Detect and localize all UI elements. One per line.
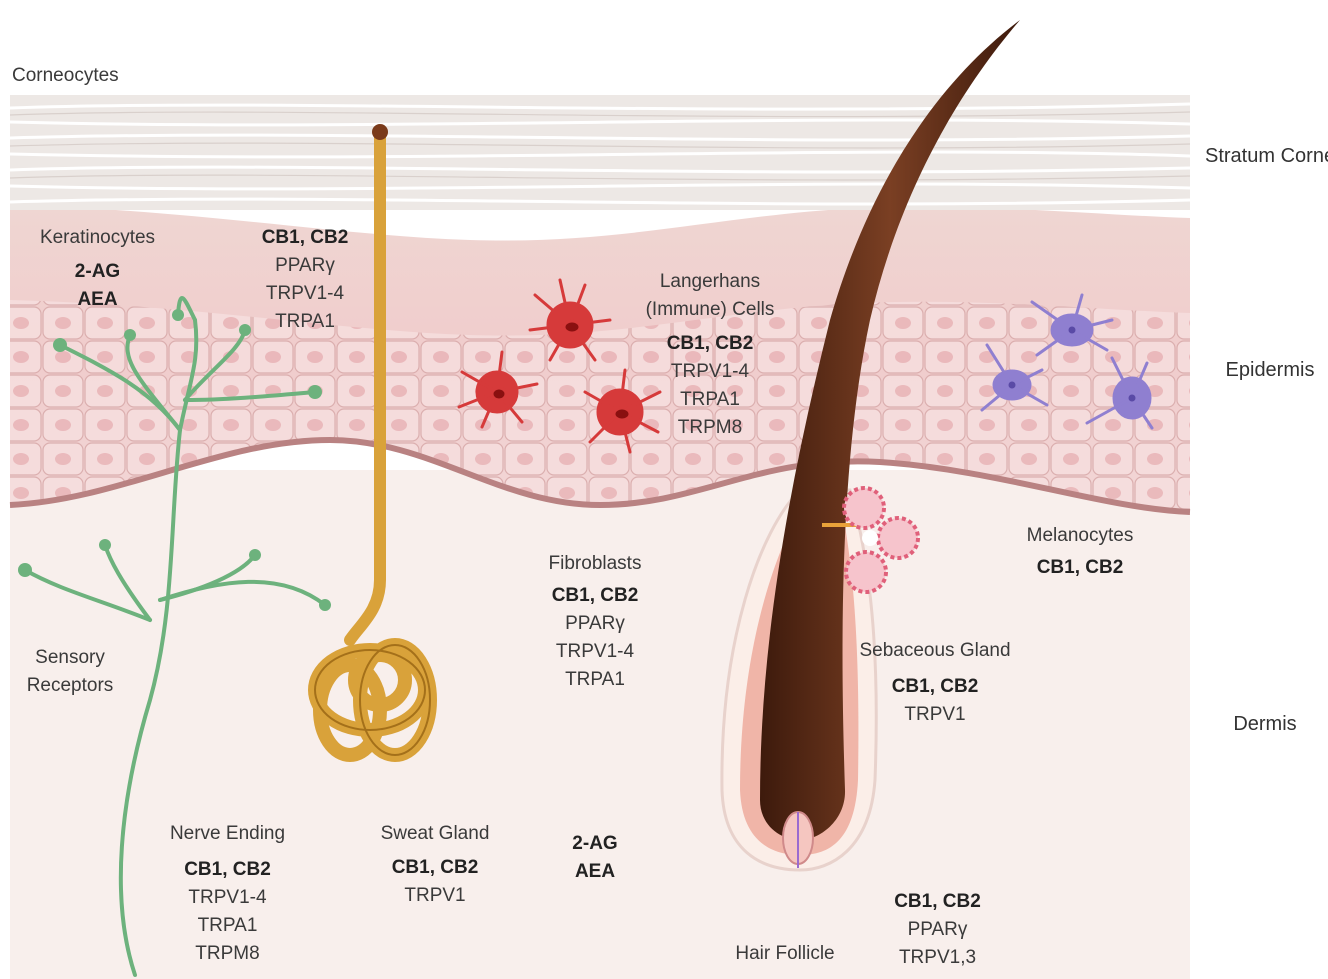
fibroblasts-label: Fibroblasts CB1, CB2 PPARγ TRPV1-4 TRPA1 [520, 550, 670, 694]
corneocytes-label: Corneocytes [12, 62, 119, 90]
keratinocyte-receptors-label: CB1, CB2 PPARγ TRPV1-4 TRPA1 [240, 224, 370, 336]
dermis-ligands-label: 2-AG AEA [545, 830, 645, 886]
melanocytes-label: Melanocytes CB1, CB2 [1005, 522, 1155, 582]
sensory-receptors-label: Sensory Receptors [10, 644, 130, 700]
stratum-corneum-label: Stratum Corneum [1205, 142, 1320, 170]
sebaceous-gland-label: Sebaceous Gland CB1, CB2 TRPV1 [835, 637, 1035, 729]
sweat-gland-label: Sweat Gland CB1, CB2 TRPV1 [355, 820, 515, 910]
epidermis-label: Epidermis [1215, 356, 1325, 384]
dermis-label: Dermis [1215, 710, 1315, 738]
nerve-ending-label: Nerve Ending CB1, CB2 TRPV1-4 TRPA1 TRPM… [150, 820, 305, 968]
langerhans-label: Langerhans (Immune) Cells CB1, CB2 TRPV1… [620, 268, 800, 442]
keratinocytes-label: Keratinocytes 2-AG AEA [20, 224, 175, 314]
hair-follicle-label: Hair Follicle [715, 940, 855, 968]
hair-follicle-receptors-label: CB1, CB2 PPARγ TRPV1,3 [870, 888, 1005, 972]
